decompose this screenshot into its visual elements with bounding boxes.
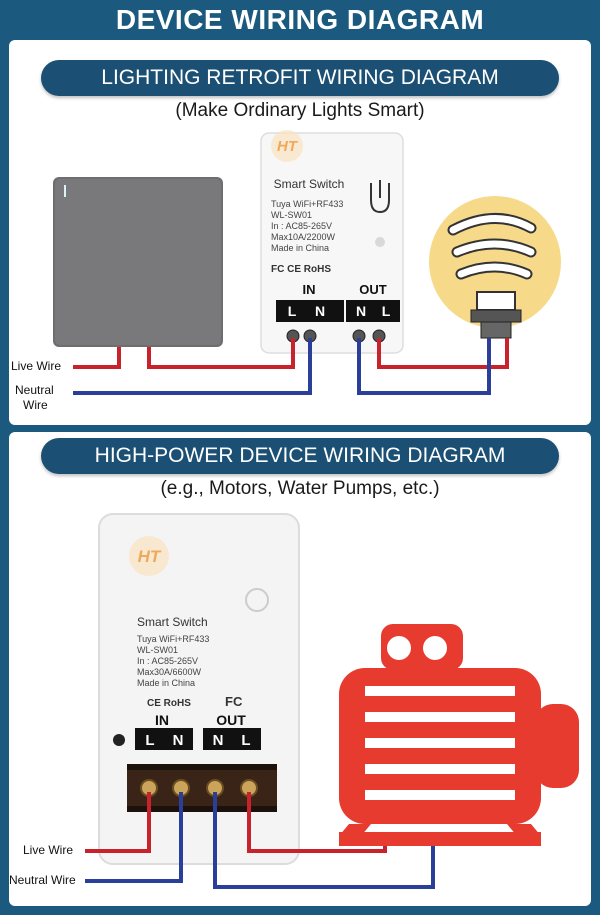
terminal-label: N xyxy=(213,732,224,749)
page-title: DEVICE WIRING DIAGRAM xyxy=(115,4,485,35)
motor-icon xyxy=(339,624,579,846)
device-spec-line: WL-SW01 xyxy=(137,645,178,655)
device-spec-line: WL-SW01 xyxy=(271,210,312,220)
brand-logo-glow xyxy=(129,536,169,576)
terminal-label: N xyxy=(315,303,325,319)
brand-logo: HT xyxy=(277,138,299,155)
terminal-label: L xyxy=(382,303,391,319)
device-spec-line: Tuya WiFi+RF433 xyxy=(271,199,343,209)
high-power-diagram: HT Smart Switch Tuya WiFi+RF433 WL-SW01 … xyxy=(9,513,579,889)
section1-heading: LIGHTING RETROFIT WIRING DIAGRAM xyxy=(41,60,559,96)
wires xyxy=(85,792,435,889)
device-name: Smart Switch xyxy=(137,615,208,629)
section2-subheading: (e.g., Motors, Water Pumps, etc.) xyxy=(160,478,440,499)
lighting-panel: LIGHTING RETROFIT WIRING DIAGRAM (Make O… xyxy=(9,40,591,425)
terminal-label: L xyxy=(241,732,250,749)
status-led-icon xyxy=(375,237,385,247)
wires xyxy=(73,338,509,395)
device-spec-line: In : AC85-265V xyxy=(137,656,198,666)
high-power-panel: HIGH-POWER DEVICE WIRING DIAGRAM (e.g., … xyxy=(9,432,591,906)
device-spec-line: Max10A/2200W xyxy=(271,232,336,242)
device-spec-line: Made in China xyxy=(137,678,195,688)
certification-marks: CE RoHS xyxy=(147,698,191,709)
in-label: IN xyxy=(155,712,169,728)
neutral-wire-label: Neutral xyxy=(15,383,54,397)
lighting-diagram: HT Smart Switch Tuya WiFi+RF433 WL-SW01 … xyxy=(11,130,561,412)
live-wire-label: Live Wire xyxy=(11,359,61,373)
device-spec-line: Tuya WiFi+RF433 xyxy=(137,634,209,644)
terminal-label: L xyxy=(145,732,154,749)
in-label: IN xyxy=(303,282,316,297)
neutral-wire-label: Wire xyxy=(23,398,48,412)
terminal-label: L xyxy=(288,303,297,319)
certification-marks: FC CE RoHS xyxy=(271,264,331,275)
wall-switch-icon xyxy=(53,177,223,347)
section1-subheading: (Make Ordinary Lights Smart) xyxy=(175,100,425,121)
terminal-label: N xyxy=(356,303,366,319)
out-label: OUT xyxy=(216,712,246,728)
device-spec-line: Made in China xyxy=(271,243,329,253)
certification-fc: FC xyxy=(225,694,243,709)
section2-heading: HIGH-POWER DEVICE WIRING DIAGRAM xyxy=(41,438,559,474)
button-icon xyxy=(245,588,269,612)
light-bulb-icon xyxy=(429,196,561,339)
brand-logo-glow xyxy=(271,130,303,162)
device-name: Smart Switch xyxy=(274,177,345,191)
device-spec-line: In : AC85-265V xyxy=(271,221,332,231)
device-spec-line: Max30A/6600W xyxy=(137,667,202,677)
toggle-icon xyxy=(370,183,390,214)
terminal-label: N xyxy=(173,732,184,749)
out-label: OUT xyxy=(359,282,387,297)
neutral-wire-label: Neutral Wire xyxy=(9,873,76,887)
smart-switch-device: HT Smart Switch Tuya WiFi+RF433 WL-SW01 … xyxy=(98,513,300,865)
brand-logo: HT xyxy=(138,547,162,566)
smart-switch-device: HT Smart Switch Tuya WiFi+RF433 WL-SW01 … xyxy=(260,130,404,354)
live-wire-label: Live Wire xyxy=(23,843,73,857)
